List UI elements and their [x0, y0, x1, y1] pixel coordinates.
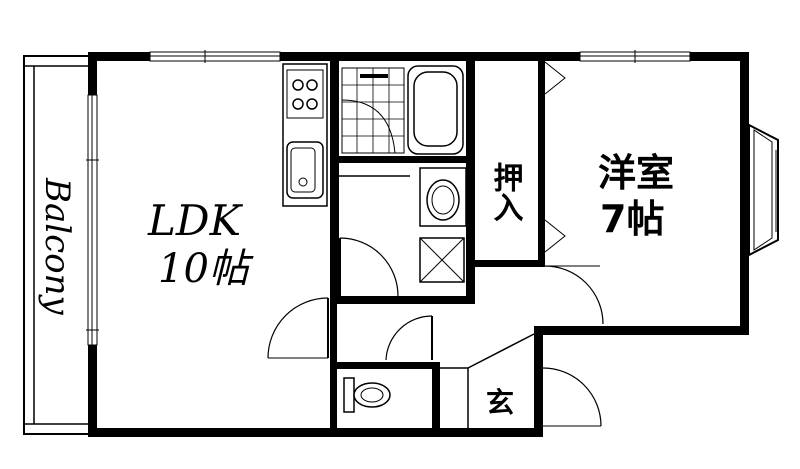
washing-machine-pan-icon	[419, 237, 465, 283]
closet-doors[interactable]	[542, 61, 566, 260]
closet-label: 押入	[488, 162, 524, 222]
bathtub-icon	[407, 65, 464, 155]
toilet-door[interactable]	[385, 315, 433, 361]
western-room-label: 洋室	[598, 151, 674, 195]
balcony-label: Balcony	[37, 177, 77, 316]
interior-walls	[330, 52, 545, 437]
windows	[86, 50, 691, 346]
sink-icon	[286, 141, 324, 199]
washbasin-icon	[419, 167, 467, 227]
entrance-door[interactable]	[542, 367, 602, 427]
ldk-door[interactable]	[267, 297, 329, 359]
stove-icon	[286, 69, 324, 119]
bathroom	[341, 65, 464, 155]
kitchen-counter	[282, 63, 328, 207]
western-room-size-label: 7帖	[600, 197, 664, 241]
washroom	[338, 167, 467, 297]
western-room-door[interactable]	[544, 265, 604, 325]
ldk-size-label: 10帖	[158, 246, 254, 292]
shower-floor-grid	[341, 67, 405, 154]
toilet-icon	[343, 377, 391, 413]
hallway-lines	[440, 333, 535, 430]
ldk-label: LDK	[147, 196, 244, 245]
washroom-door[interactable]	[339, 237, 399, 297]
bay-window	[748, 123, 779, 257]
entrance-label: 玄	[486, 386, 514, 419]
